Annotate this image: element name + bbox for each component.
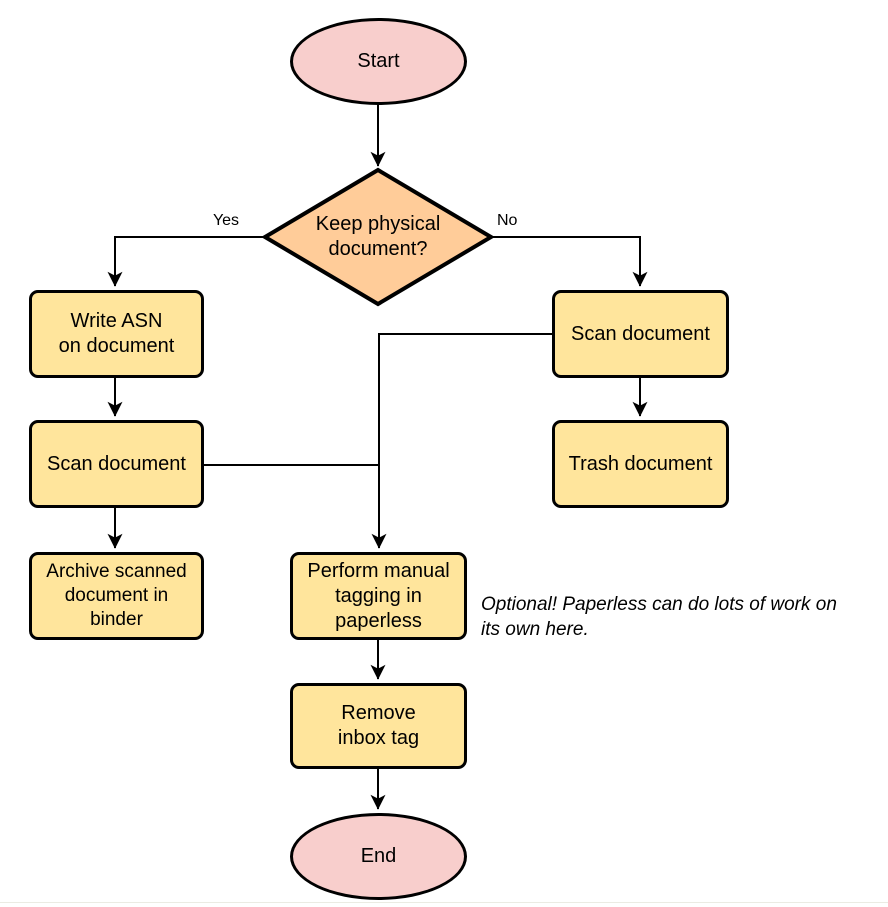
node-start: Start <box>290 18 467 105</box>
bottom-rule <box>0 902 888 903</box>
node-archive-label: Archive scanned document in binder <box>46 561 187 630</box>
edge-label-yes: Yes <box>212 212 240 229</box>
node-trash: Trash document <box>552 420 729 508</box>
node-trash-label: Trash document <box>568 452 713 475</box>
node-end: End <box>290 813 467 900</box>
node-remove-inbox: Remove inbox tag <box>290 683 467 769</box>
edge-decision-yes-to-write-asn <box>107 236 265 287</box>
optional-note: Optional! Paperless can do lots of work … <box>481 594 837 641</box>
node-end-label: End <box>360 845 397 867</box>
node-scan-right-label: Scan document <box>571 322 710 345</box>
node-write-asn-label: Write ASN on document <box>58 310 175 357</box>
node-decision-label: Keep physical document? <box>315 213 441 260</box>
node-write-asn: Write ASN on document <box>29 290 204 378</box>
edge-label-no: No <box>497 212 518 229</box>
edge-decision-no-to-scan-right <box>491 236 648 287</box>
node-scan-left-label: Scan document <box>47 452 186 475</box>
node-archive: Archive scanned document in binder <box>29 552 204 640</box>
node-scan-right: Scan document <box>552 290 729 378</box>
node-remove-inbox-label: Remove inbox tag <box>337 702 420 749</box>
node-start-label: Start <box>357 50 400 72</box>
decision-diamond <box>261 167 495 307</box>
node-tagging: Perform manual tagging in paperless <box>290 552 467 640</box>
edge-scan-right-to-tagging <box>371 333 552 549</box>
node-scan-left: Scan document <box>29 420 204 508</box>
node-tagging-label: Perform manual tagging in paperless <box>307 559 450 632</box>
